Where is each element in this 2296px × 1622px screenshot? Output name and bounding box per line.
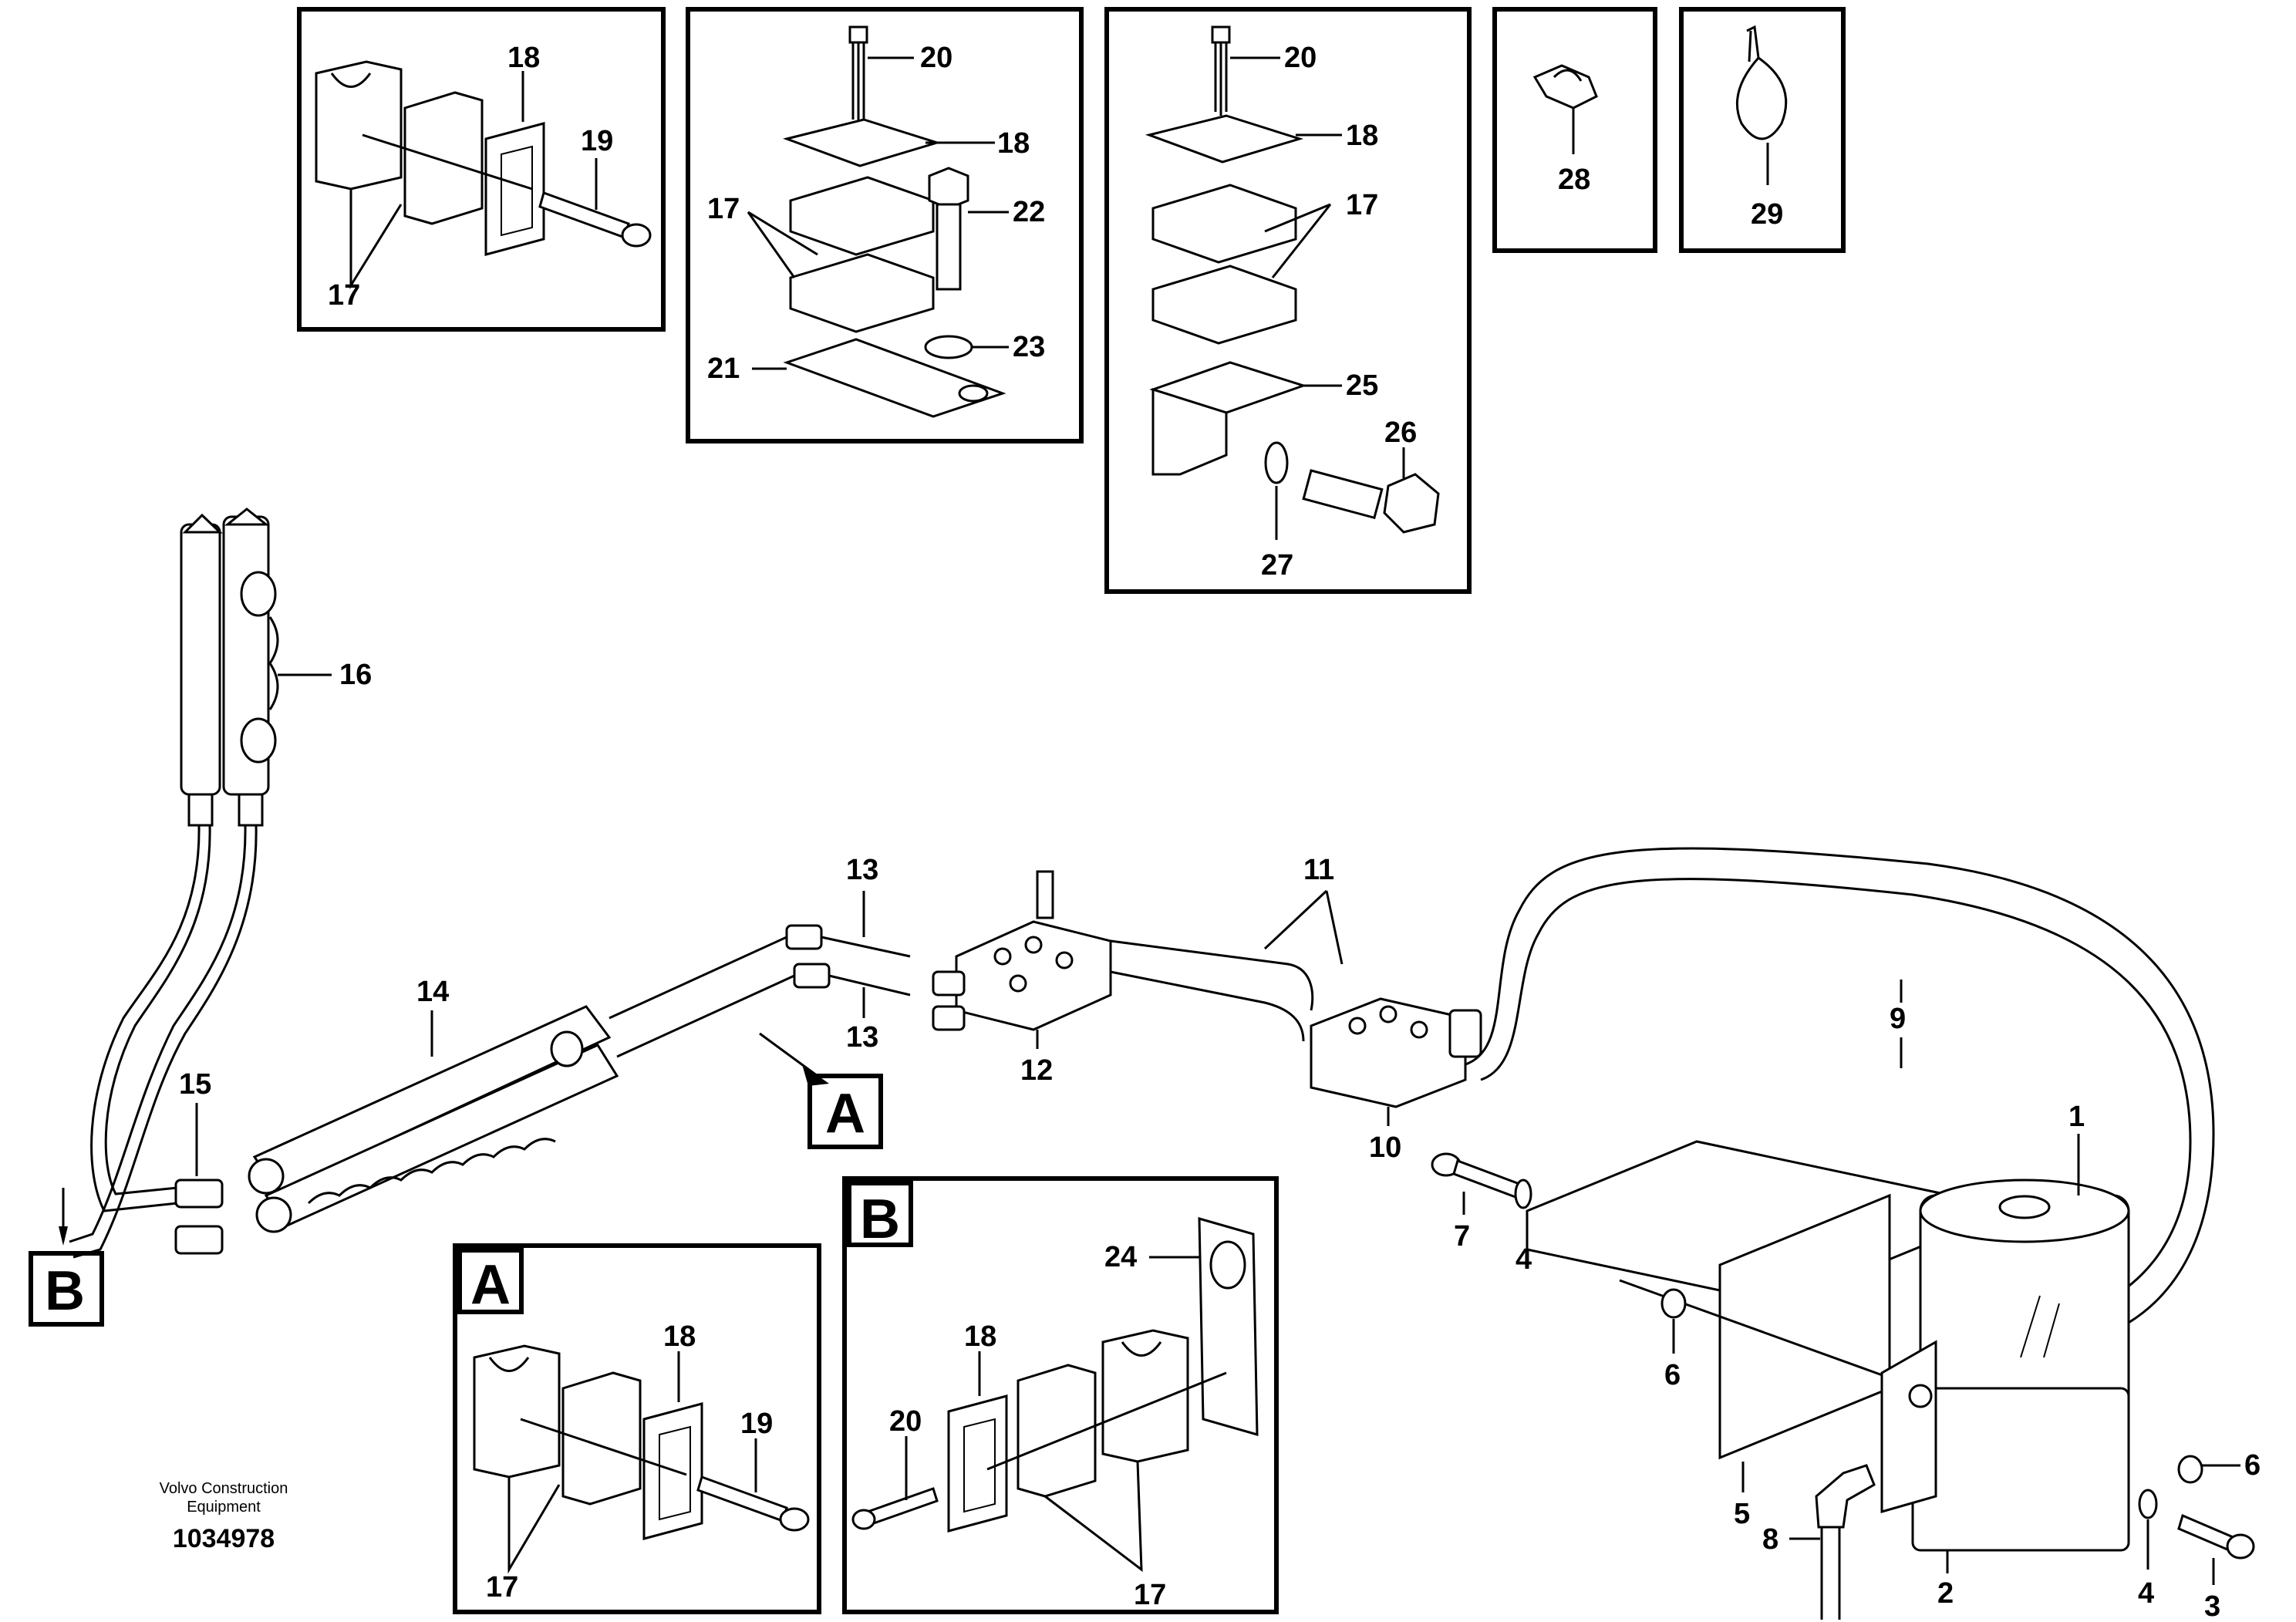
- hose-9-outer: [1465, 847, 2215, 1344]
- callout-23: 23: [1013, 331, 1045, 363]
- callout-9: 9: [1890, 1003, 1906, 1035]
- drawing-number: 1034978: [173, 1524, 275, 1553]
- callout-11: 11: [1303, 854, 1334, 886]
- lubrication-distributor-block: [180, 508, 279, 827]
- distributor-tube: [248, 1005, 619, 1233]
- mounting-bracket: [1526, 1140, 1953, 1460]
- callout-20: 20: [920, 42, 952, 74]
- callout-25: 25: [1346, 369, 1378, 402]
- hose-valve-to-divider-a: [1110, 939, 1314, 1011]
- nut-6: [1660, 1288, 1687, 1319]
- callout-2: 2: [1937, 1577, 1954, 1610]
- callout-4: 4: [1515, 1243, 1532, 1276]
- detail-box-clip: [1492, 7, 1657, 253]
- view-marker-a: [759, 1032, 883, 1149]
- detail-box-double-clamp: [686, 7, 1084, 443]
- callout-13: 13: [846, 854, 878, 886]
- callout-14: 14: [416, 976, 449, 1008]
- callout-4: 4: [2138, 1577, 2154, 1610]
- callout-26: 26: [1384, 416, 1417, 449]
- callout-29: 29: [1751, 198, 1783, 231]
- credit-line-1: Volvo Construction: [160, 1480, 288, 1497]
- callout-17: 17: [1134, 1579, 1166, 1611]
- view-marker-b: [29, 1188, 104, 1327]
- callout-17: 17: [486, 1571, 518, 1603]
- hose-right-outer: [69, 824, 247, 1243]
- callout-13: 13: [846, 1021, 878, 1054]
- callout-24: 24: [1104, 1241, 1137, 1273]
- callout-7: 7: [1454, 1220, 1470, 1253]
- view-label-a-detail: A: [470, 1254, 511, 1316]
- callout-21: 21: [707, 352, 740, 385]
- screw-7-washer-4: [1431, 1152, 1532, 1209]
- callout-16: 16: [339, 659, 372, 691]
- hose-left-outer: [90, 824, 201, 1212]
- detail-view-b: [842, 1176, 1279, 1614]
- hose-left-inner: [104, 824, 211, 1195]
- callout-19: 19: [581, 125, 613, 157]
- callout-15: 15: [179, 1068, 211, 1101]
- hose-tube-to-valve-a: [609, 936, 787, 1020]
- callout-18: 18: [663, 1320, 696, 1353]
- callout-28: 28: [1558, 164, 1590, 196]
- credit-line-2: Equipment: [187, 1499, 261, 1516]
- hose-valve-to-divider-b: [1110, 970, 1305, 1042]
- divider-valve: [1310, 997, 1482, 1108]
- callout-5: 5: [1734, 1498, 1750, 1530]
- callout-10: 10: [1369, 1131, 1401, 1164]
- elbow-hose-8: [1815, 1464, 1876, 1620]
- callout-18: 18: [964, 1320, 996, 1353]
- callout-12: 12: [1020, 1054, 1053, 1087]
- detail-box-cable-tie: [1679, 7, 1846, 253]
- hose-fittings: [174, 1179, 224, 1255]
- detail-box-clamp-bolted: [297, 7, 666, 332]
- detail-view-a: [453, 1243, 821, 1614]
- dual-line-valve: [932, 870, 1112, 1031]
- callout-6: 6: [1664, 1359, 1681, 1391]
- view-label-b: B: [45, 1260, 85, 1322]
- hose-9-inner: [1480, 878, 2192, 1313]
- hose-right-inner: [72, 824, 258, 1259]
- lubrication-pump: [1880, 1179, 2130, 1552]
- callout-3: 3: [2204, 1590, 2220, 1622]
- callout-17: 17: [328, 279, 360, 312]
- callout-17: 17: [1346, 189, 1378, 221]
- callout-27: 27: [1261, 549, 1293, 582]
- callout-19: 19: [740, 1408, 773, 1440]
- callout-6: 6: [2244, 1449, 2261, 1482]
- view-label-a: A: [825, 1083, 865, 1145]
- callout-18: 18: [997, 127, 1030, 160]
- callout-20: 20: [1284, 42, 1317, 74]
- callout-8: 8: [1762, 1523, 1778, 1556]
- hose-tube-to-valve-b: [616, 974, 795, 1058]
- callout-17: 17: [707, 193, 740, 225]
- callout-18: 18: [507, 42, 540, 74]
- elbow-fittings-13: [785, 924, 911, 996]
- detail-box-clamp-bracket: [1104, 7, 1472, 594]
- callout-22: 22: [1013, 196, 1045, 228]
- right-side-hardware: [2138, 1455, 2255, 1560]
- callout-18: 18: [1346, 120, 1378, 152]
- callout-1: 1: [2068, 1101, 2085, 1133]
- view-label-b-detail: B: [860, 1189, 900, 1250]
- callout-20: 20: [889, 1405, 922, 1438]
